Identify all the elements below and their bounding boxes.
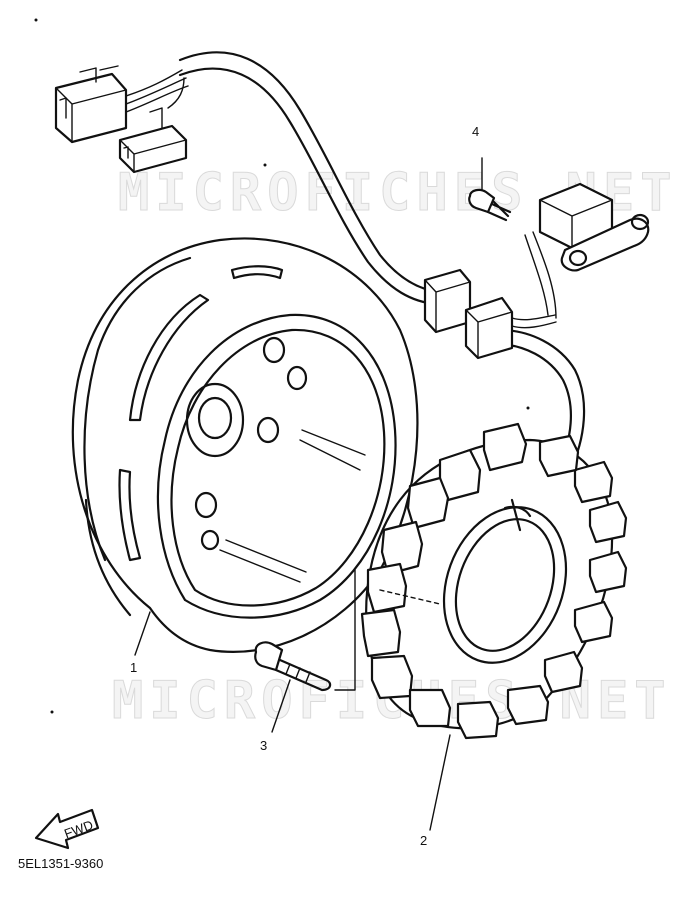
stator-assembly bbox=[360, 422, 628, 831]
pickup-screw bbox=[468, 157, 512, 222]
callout-4: 4 bbox=[472, 124, 479, 139]
callout-3: 3 bbox=[260, 738, 267, 753]
stray-dot bbox=[34, 18, 38, 22]
flywheel-rotor bbox=[71, 237, 419, 656]
stator-screw bbox=[254, 641, 332, 733]
connector-main bbox=[54, 65, 189, 144]
screw-bracket bbox=[334, 569, 356, 691]
wire-coupler bbox=[423, 268, 557, 360]
pickup-coil bbox=[538, 182, 650, 272]
callout-1: 1 bbox=[130, 660, 137, 675]
connector-secondary bbox=[118, 77, 188, 174]
stray-dot bbox=[50, 710, 54, 714]
fwd-arrow-icon: FWD bbox=[34, 808, 100, 850]
callout-2: 2 bbox=[420, 833, 427, 848]
diagram-code: 5EL1351-9360 bbox=[18, 856, 103, 871]
stray-dot bbox=[526, 406, 530, 410]
wire-harness bbox=[178, 51, 586, 472]
stray-dot bbox=[263, 163, 267, 167]
